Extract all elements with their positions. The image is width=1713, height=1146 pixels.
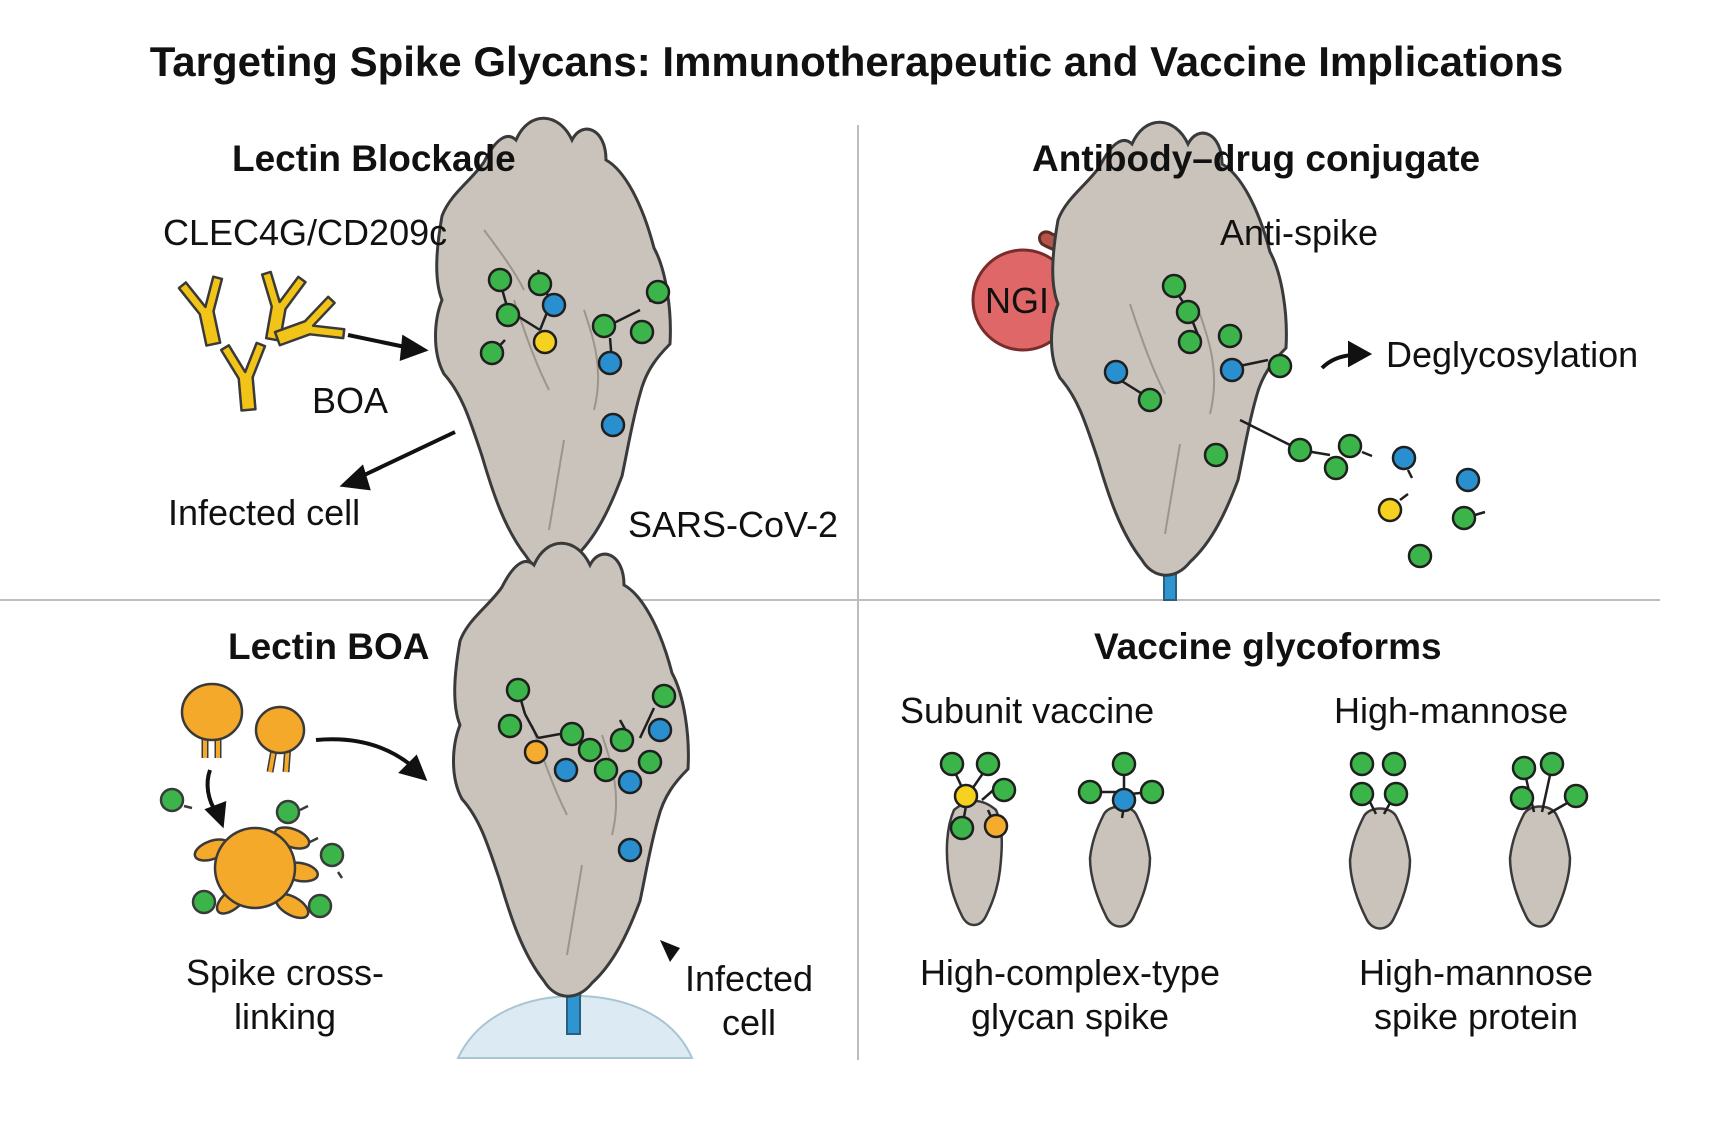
spike-protein: [1348, 807, 1412, 930]
adc-artwork: [971, 120, 1486, 601]
virus-label: SARS-CoV-2: [628, 504, 839, 545]
vaccine-artwork: [939, 751, 1589, 930]
infected-cell-label-2: Infected cell: [664, 960, 834, 1042]
infected-cell-line1: Infected: [684, 958, 814, 999]
lectin-icon: [180, 682, 244, 758]
high-mannose-label: High-mannose: [1334, 690, 1569, 731]
glycan-cluster: [479, 267, 671, 438]
lectin-icon: [176, 273, 237, 350]
arrow-icon: [1320, 340, 1373, 370]
glycan-cluster: [497, 677, 677, 863]
lectin-blockade-title: Lectin Blockade: [232, 138, 516, 179]
glycan-cluster: [939, 751, 1017, 841]
spike-protein: [1088, 805, 1152, 928]
lectin-icon: [254, 705, 306, 773]
infected-cell-line2: cell: [721, 1001, 777, 1043]
crosslinking-label-line1: Spike cross-: [185, 952, 385, 993]
crosslinked-lectin-icon: [159, 787, 345, 920]
figure-title: Targeting Spike Glycans: Immunotherapeut…: [149, 38, 1564, 85]
glycan-cluster: [1509, 751, 1589, 816]
lectin-icon: [219, 340, 272, 414]
complex-caption-line2: glycan spike: [970, 995, 1170, 1037]
arrow-icon: [347, 333, 429, 361]
glycan-cluster: [1349, 751, 1409, 815]
vaccine-title: Vaccine glycoforms: [1094, 626, 1442, 667]
lectin-label: CLEC4G/CD209c: [163, 212, 448, 253]
arrow-icon: [660, 940, 680, 962]
boa-label: BOA: [312, 380, 389, 421]
glycan-cluster: [1077, 751, 1165, 819]
spike-protein: [1050, 120, 1288, 577]
spike-protein: [434, 116, 672, 573]
mannose-caption-line1: High-mannose: [1358, 952, 1594, 993]
subunit-vaccine-label: Subunit vaccine: [900, 690, 1155, 731]
complex-caption-line1: High-complex-type: [919, 952, 1221, 993]
spike-protein: [1508, 805, 1572, 928]
antibody-label: Anti-spike: [1220, 212, 1379, 253]
arrow-icon: [339, 430, 456, 491]
mannose-caption-line2: spike protein: [1373, 995, 1579, 1037]
complex-glycan-caption: High-complex-type glycan spike: [880, 954, 1260, 1036]
crosslinking-label: Spike cross- linking: [160, 954, 410, 1036]
lectin-blockade-artwork: [176, 116, 672, 601]
arrow-icon: [315, 737, 428, 781]
ngi-label: NGI: [985, 280, 1050, 321]
lectin-boa-title: Lectin BOA: [228, 626, 430, 667]
infected-cell-label: Infected cell: [168, 492, 361, 533]
adc-title: Antibody–drug conjugate: [1032, 138, 1481, 179]
high-mannose-caption: High-mannose spike protein: [1316, 954, 1636, 1036]
lectin-boa-artwork: [159, 541, 694, 1059]
deglycosylation-label: Deglycosylation: [1386, 334, 1639, 375]
glycan-cluster: [1103, 273, 1331, 468]
crosslinking-label-line2: linking: [233, 995, 337, 1037]
released-glycans: [1287, 433, 1486, 569]
arrow-icon: [204, 769, 227, 829]
panel-dividers: [0, 125, 1660, 1060]
